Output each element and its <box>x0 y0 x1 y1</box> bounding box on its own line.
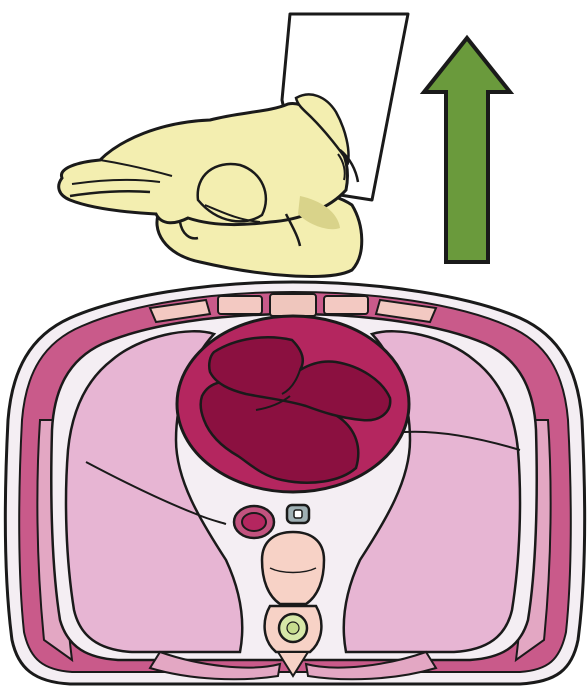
upward-arrow-icon <box>424 38 510 262</box>
chest-cross-section <box>5 282 584 684</box>
gloved-hand-icon <box>59 94 362 276</box>
